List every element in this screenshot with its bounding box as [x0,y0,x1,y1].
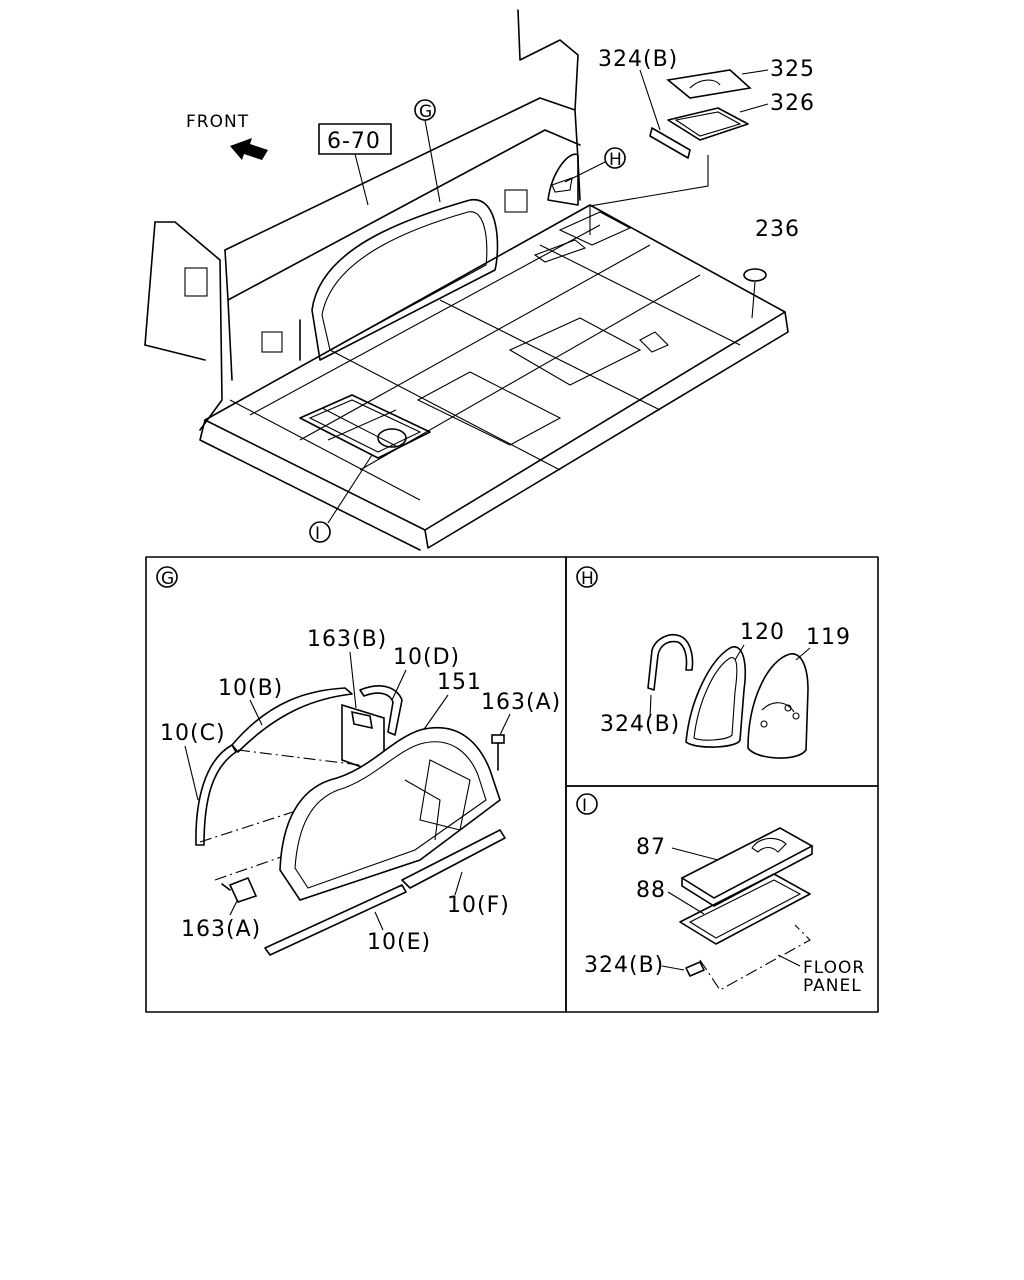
label-163a-bottom: 163(A) [181,917,261,942]
label-324b-i: 324(B) [584,953,664,978]
label-10d: 10(D) [393,645,460,670]
label-163a-top: 163(A) [481,690,561,715]
detail-i-marker: I [582,796,588,816]
label-119: 119 [806,625,851,650]
detail-g-marker: G [161,569,175,589]
label-floor: FLOOR [803,958,865,978]
label-10b: 10(B) [218,676,283,701]
label-151: 151 [437,670,482,695]
front-label: FRONT [186,112,249,132]
detail-i-frame [565,785,879,1013]
detail-h-frame [565,556,879,787]
ref-box-label: 6-70 [327,129,381,154]
detail-h-marker: H [581,569,595,589]
callout-325: 325 [770,57,815,82]
floor-overview: FRONT 6-70 [144,9,815,551]
front-arrow-icon [230,138,268,160]
detail-g: G 163(B) 10(D) 10(B) 151 163(A) 10(C) 16… [156,566,561,956]
callout-236: 236 [755,217,800,242]
marker-h-overview: H [609,150,623,170]
marker-i-overview: I [315,524,321,544]
label-87: 87 [636,835,666,860]
detail-h: H 120 119 324(B) [576,566,851,759]
callout-326: 326 [770,91,815,116]
label-324b-h: 324(B) [600,712,680,737]
label-10e: 10(E) [367,930,431,955]
marker-g-overview: G [419,102,433,122]
label-panel: PANEL [803,976,862,996]
label-10c: 10(C) [160,721,226,746]
detail-i: I 87 88 324(B) FLOOR PANEL [576,793,865,996]
label-88: 88 [636,878,666,903]
label-163b: 163(B) [307,627,387,652]
callout-324b: 324(B) [598,47,678,72]
label-10f: 10(F) [447,893,510,918]
label-120: 120 [740,620,785,645]
